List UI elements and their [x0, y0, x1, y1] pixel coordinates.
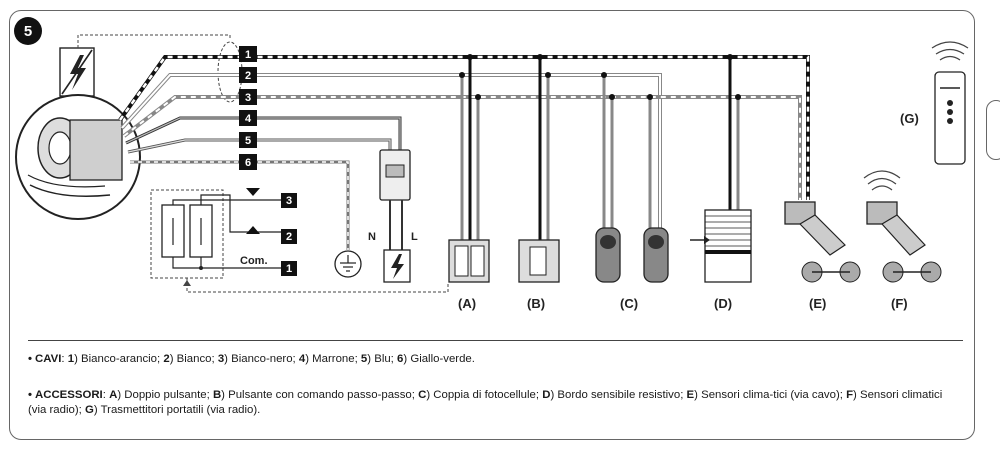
wire-label-3: 3 — [245, 92, 251, 104]
acc-text-c: ) Coppia di fotocellule; — [426, 389, 543, 401]
line-label: L — [411, 231, 418, 243]
legend-divider — [28, 340, 963, 341]
label-accessory-d: (D) — [714, 296, 732, 311]
acc-num-e: E — [686, 389, 695, 401]
cavi-num-1: 1 — [67, 353, 75, 365]
wire-label-2: 2 — [245, 70, 251, 82]
legend-cavi: •CAVI: 1) Bianco-arancio; 2) Bianco; 3) … — [28, 353, 475, 365]
acc-text-f: ) Sensori climatici (via radio); — [28, 389, 943, 416]
button-label-1: 1 — [286, 263, 292, 275]
cavi-num-3: 3 — [217, 353, 225, 365]
wire-label-1: 1 — [245, 49, 251, 61]
cavi-text-3: ) Bianco-nero; — [224, 353, 299, 365]
button-label-2: 2 — [286, 231, 292, 243]
neutral-label: N — [368, 231, 376, 243]
legend-accessori-title: ACCESSORI — [35, 389, 103, 401]
label-accessory-e: (E) — [809, 296, 826, 311]
acc-num-f: F — [846, 389, 854, 401]
wire-label-4: 4 — [245, 113, 252, 125]
legend-cavi-title: CAVI — [35, 353, 62, 365]
no-voltage-icon — [59, 47, 95, 97]
cavi-text-5: ) Blu; — [367, 353, 398, 365]
label-accessory-f: (F) — [891, 296, 908, 311]
double-button-schematic: Com. 3 2 1 — [150, 188, 297, 279]
legend-accessori: •ACCESSORI: A) Doppio pulsante; B) Pulsa… — [28, 389, 943, 416]
acc-text-a: ) Doppio pulsante; — [117, 389, 213, 401]
mains-voltage-icon — [383, 249, 411, 283]
acc-num-b: B — [212, 389, 222, 401]
acc-text-d: ) Bordo sensibile resistivo; — [550, 389, 687, 401]
acc-text-e: ) Sensori clima-tici (via cavo); — [694, 389, 847, 401]
acc-text-b: ) Pulsante con comando passo-passo; — [221, 389, 419, 401]
cavi-num-6: 6 — [397, 353, 404, 365]
wired-climate-sensor-device — [784, 201, 861, 283]
double-pushbutton-device — [448, 239, 490, 283]
wire-label-5: 5 — [245, 135, 251, 147]
com-label: Com. — [240, 255, 268, 267]
cavi-num-5: 5 — [360, 353, 368, 365]
figure-number: 5 — [24, 23, 32, 40]
label-accessory-g: (G) — [900, 111, 919, 126]
cavi-text-1: ) Bianco-arancio; — [74, 353, 164, 365]
motor-icon — [15, 94, 141, 220]
acc-num-a: A — [109, 389, 118, 401]
cavi-num-2: 2 — [163, 353, 170, 365]
wire-number-labels: 1 2 3 4 5 6 — [239, 46, 257, 170]
label-accessory-a: (A) — [458, 296, 476, 311]
cavi-text-6: ) Giallo-verde. — [403, 353, 475, 365]
acc-num-c: C — [418, 389, 427, 401]
acc-num-g: G — [84, 404, 94, 416]
sensitive-edge-device — [690, 209, 752, 283]
label-accessory-c: (C) — [620, 296, 638, 311]
page-side-tab — [986, 100, 1000, 160]
radio-climate-sensor-device — [863, 170, 942, 283]
acc-text-g: ) Trasmettitori portatili (via radio). — [93, 404, 261, 416]
wire-label-6: 6 — [245, 157, 251, 169]
figure-number-badge: 5 — [14, 17, 42, 45]
cavi-num-4: 4 — [298, 353, 306, 365]
remote-transmitter-device — [931, 41, 969, 165]
circuit-breaker-icon — [379, 149, 411, 250]
label-accessory-b: (B) — [527, 296, 545, 311]
figure-frame — [9, 10, 975, 440]
step-button-device — [518, 239, 560, 283]
cavi-text-4: ) Marrone; — [305, 353, 361, 365]
cavi-text-2: ) Bianco; — [169, 353, 218, 365]
photocell-pair-device — [595, 227, 669, 283]
acc-num-d: D — [542, 389, 551, 401]
ground-icon — [334, 250, 362, 278]
button-label-3: 3 — [286, 195, 292, 207]
